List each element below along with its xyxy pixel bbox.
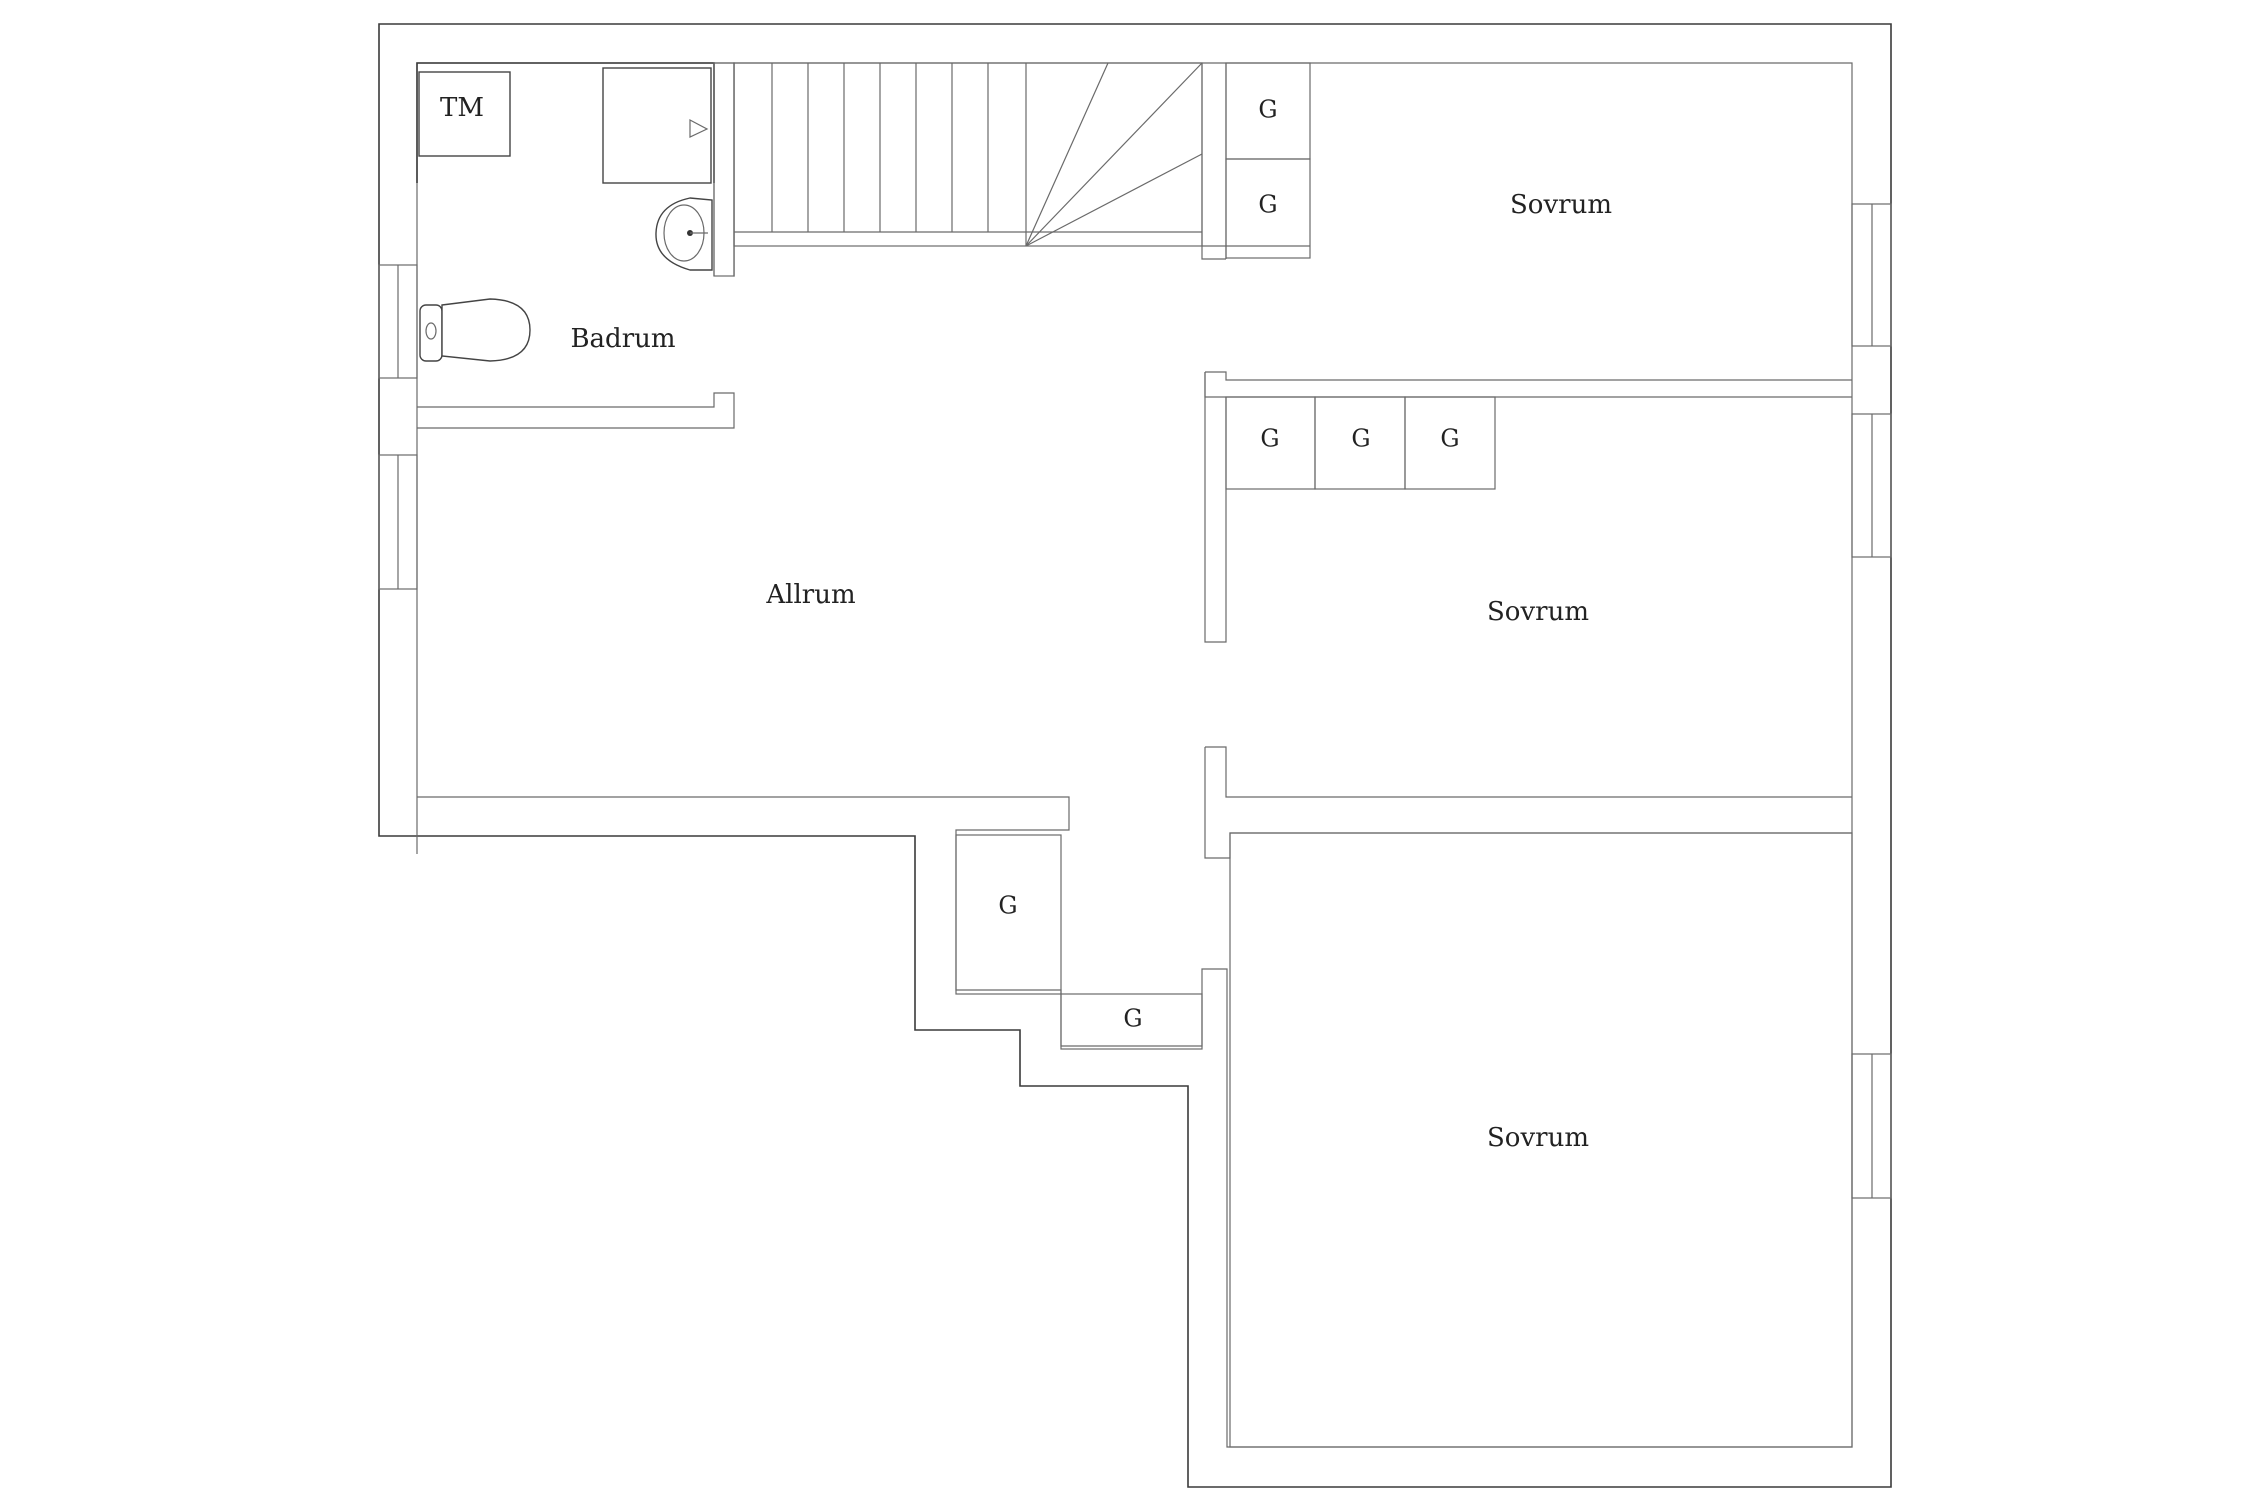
bedroom-top-bottom-wall xyxy=(1205,371,1852,381)
closet xyxy=(955,834,1062,995)
window xyxy=(378,264,418,379)
bedroom-bottom: Sovrum xyxy=(1229,832,1853,1448)
outer-wall xyxy=(378,23,1892,1488)
bedroom-top: G G Sovrum xyxy=(1201,62,1852,398)
closet-label: G xyxy=(1440,425,1459,453)
room-label-sovrum-3: Sovrum xyxy=(1487,1123,1589,1153)
window xyxy=(1851,203,1892,347)
room-label-sovrum-2: Sovrum xyxy=(1487,597,1589,627)
bathroom-stair-wall xyxy=(713,62,735,277)
closet-label: G xyxy=(998,892,1017,920)
room-label-badrum: Badrum xyxy=(570,324,675,354)
closet xyxy=(1060,993,1203,1050)
closet-label: G xyxy=(1258,96,1277,124)
stair-outline xyxy=(733,62,1203,247)
window xyxy=(378,454,418,590)
stairs xyxy=(733,62,1203,247)
closet xyxy=(1225,158,1311,259)
window xyxy=(1851,1053,1892,1199)
sink-icon xyxy=(655,197,713,271)
toilet-icon xyxy=(419,298,531,362)
bedroom-middle: G G G Sovrum xyxy=(1204,372,1852,859)
tm-label: TM xyxy=(440,93,484,123)
windows xyxy=(378,203,1892,1199)
window xyxy=(1851,413,1892,558)
tm-box xyxy=(418,71,511,157)
closet-label: G xyxy=(1351,425,1370,453)
room-label-allrum: Allrum xyxy=(765,580,855,610)
room-label-sovrum-1: Sovrum xyxy=(1510,190,1612,220)
bedroom-middle-left-wall xyxy=(1204,372,1227,643)
bathroom-partition xyxy=(417,392,735,429)
closet xyxy=(1404,396,1496,490)
exterior-walls xyxy=(378,23,1892,1488)
shower xyxy=(602,67,712,184)
closet-label: G xyxy=(1260,425,1279,453)
bathroom: TM Badrum xyxy=(416,62,735,429)
living-area: Allrum xyxy=(765,580,855,610)
closet-label: G xyxy=(1123,1005,1142,1033)
hall-closets: G G xyxy=(955,834,1203,1050)
inner-wall-outline xyxy=(416,62,1853,1448)
closet-label: G xyxy=(1258,191,1277,219)
shower-drain-icon xyxy=(689,119,709,138)
